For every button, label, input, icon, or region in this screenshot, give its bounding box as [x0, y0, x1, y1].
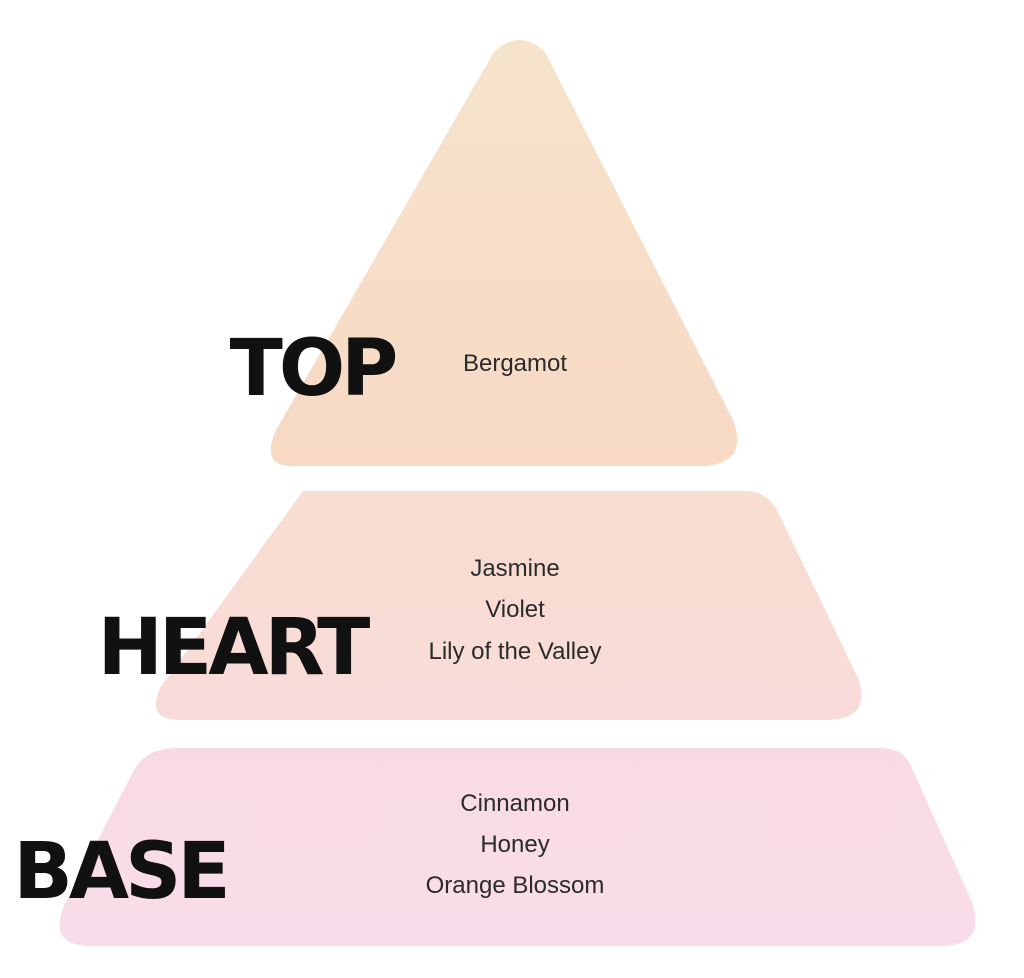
- tier-top: TOP Bergamot: [230, 40, 738, 466]
- tier-heart-shape: [155, 491, 862, 720]
- tier-top-shape: [270, 40, 738, 466]
- tier-top-note-1: Bergamot: [463, 350, 567, 377]
- tier-heart-label: HEART: [98, 603, 370, 693]
- tier-heart: HEART Jasmine Violet Lily of the Valley: [98, 491, 862, 720]
- tier-heart-note-1: Jasmine: [470, 555, 559, 582]
- tier-heart-note-3: Lily of the Valley: [429, 638, 602, 665]
- tier-base-note-1: Cinnamon: [460, 790, 569, 817]
- tier-base: BASE Cinnamon Honey Orange Blossom: [13, 748, 976, 946]
- tier-top-label: TOP: [230, 324, 396, 414]
- tier-base-shape: [59, 748, 976, 946]
- tier-base-note-3: Orange Blossom: [426, 872, 605, 899]
- tier-base-label: BASE: [13, 827, 226, 917]
- tier-base-note-2: Honey: [480, 831, 549, 858]
- tier-heart-note-2: Violet: [485, 596, 545, 623]
